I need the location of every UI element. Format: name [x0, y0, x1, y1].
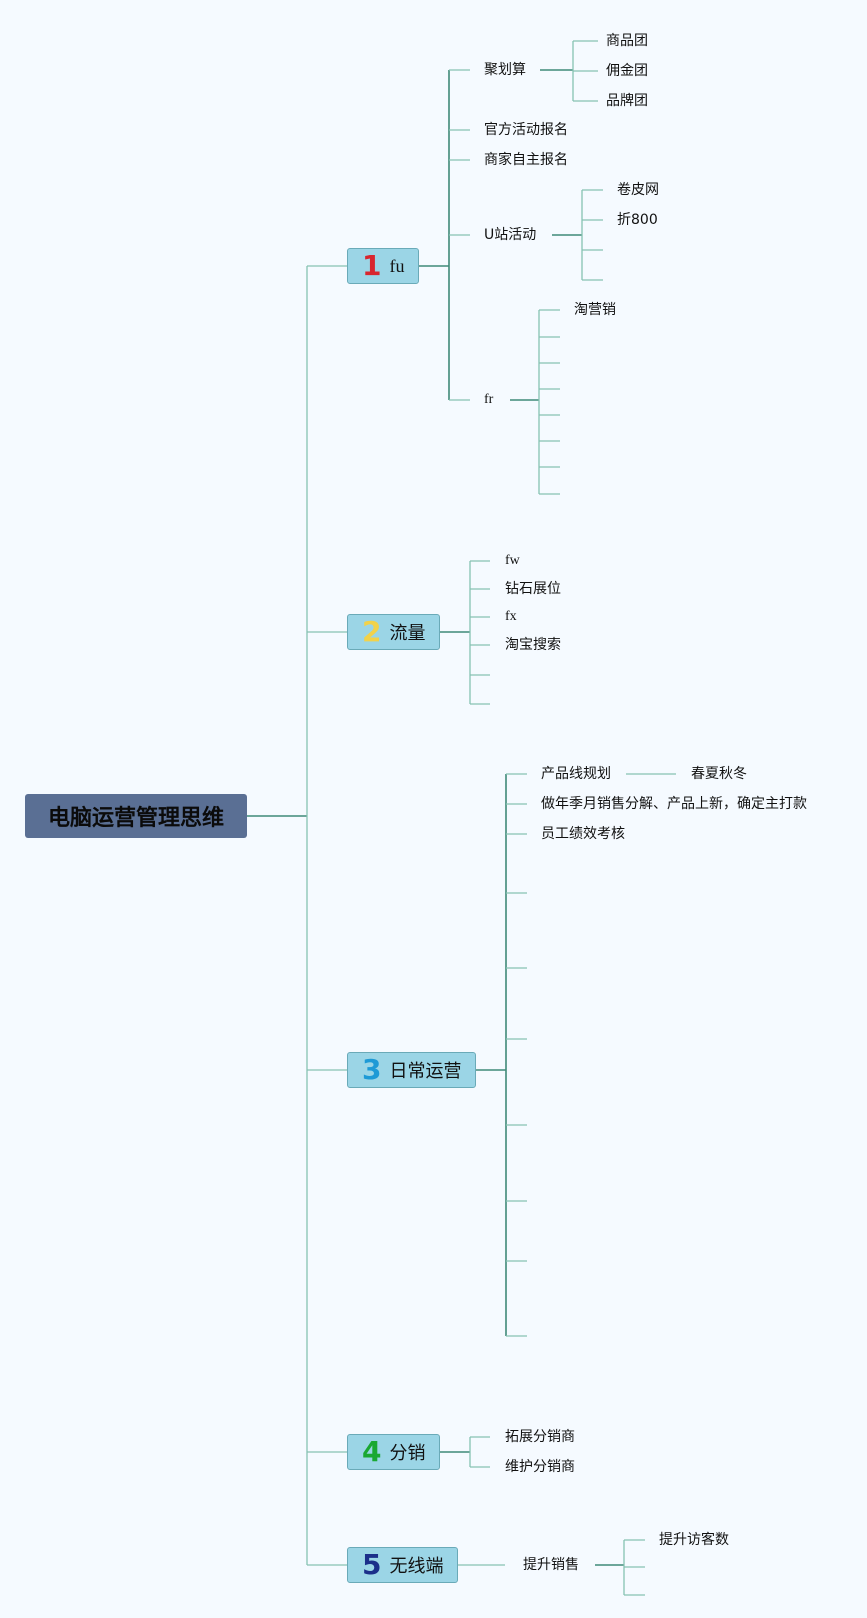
- node-taoyingxiao[interactable]: 淘营销: [574, 302, 616, 318]
- branch-2-topic[interactable]: 2 流量: [347, 614, 440, 650]
- node-zhe800[interactable]: 折800: [617, 212, 658, 228]
- number-2-icon: 2: [362, 615, 382, 648]
- node-juhuasuan[interactable]: 聚划算: [484, 62, 526, 78]
- node-visitors[interactable]: 提升访客数: [659, 1532, 729, 1548]
- node-annual-plan[interactable]: 做年季月销售分解、产品上新，确定主打款: [541, 796, 807, 812]
- node-goods-group[interactable]: 商品团: [606, 33, 648, 49]
- branch-5-topic[interactable]: 5 无线端: [347, 1547, 458, 1583]
- node-staff-review[interactable]: 员工绩效考核: [541, 826, 625, 842]
- branch-3-label: 日常运营: [389, 1061, 462, 1082]
- root-topic[interactable]: 电脑运营管理思维: [25, 794, 247, 838]
- branch-4-topic[interactable]: 4 分销: [347, 1434, 440, 1470]
- node-expand-distributors[interactable]: 拓展分销商: [505, 1429, 575, 1445]
- node-diamond-booth[interactable]: 钻石展位: [505, 581, 561, 597]
- number-3-icon: 3: [362, 1053, 382, 1086]
- branch-1-label: fu: [389, 255, 405, 276]
- node-boost-sales[interactable]: 提升销售: [523, 1557, 579, 1573]
- number-4-icon: 4: [362, 1435, 382, 1468]
- branch-3-topic[interactable]: 3 日常运营: [347, 1052, 476, 1088]
- node-product-line[interactable]: 产品线规划: [541, 766, 611, 782]
- node-fw[interactable]: fw: [505, 553, 520, 568]
- node-brand-group[interactable]: 品牌团: [606, 93, 648, 109]
- node-merchant-signup[interactable]: 商家自主报名: [484, 152, 568, 168]
- branch-1-topic[interactable]: 1 fu: [347, 248, 419, 284]
- node-maintain-distributors[interactable]: 维护分销商: [505, 1459, 575, 1475]
- branch-2-label: 流量: [389, 623, 426, 644]
- number-1-icon: 1: [362, 249, 382, 282]
- node-official-signup[interactable]: 官方活动报名: [484, 122, 568, 138]
- branch-5-label: 无线端: [389, 1556, 444, 1577]
- node-taobao-search[interactable]: 淘宝搜索: [505, 637, 561, 653]
- node-seasons[interactable]: 春夏秋冬: [691, 766, 747, 782]
- node-commission-group[interactable]: 佣金团: [606, 63, 648, 79]
- node-fx[interactable]: fx: [505, 609, 517, 624]
- branch-4-label: 分销: [389, 1443, 426, 1464]
- root-title: 电脑运营管理思维: [47, 806, 224, 831]
- node-juanpi[interactable]: 卷皮网: [617, 182, 659, 198]
- node-fr[interactable]: fr: [484, 392, 494, 407]
- number-5-icon: 5: [362, 1548, 382, 1581]
- node-ustation[interactable]: U站活动: [484, 227, 537, 243]
